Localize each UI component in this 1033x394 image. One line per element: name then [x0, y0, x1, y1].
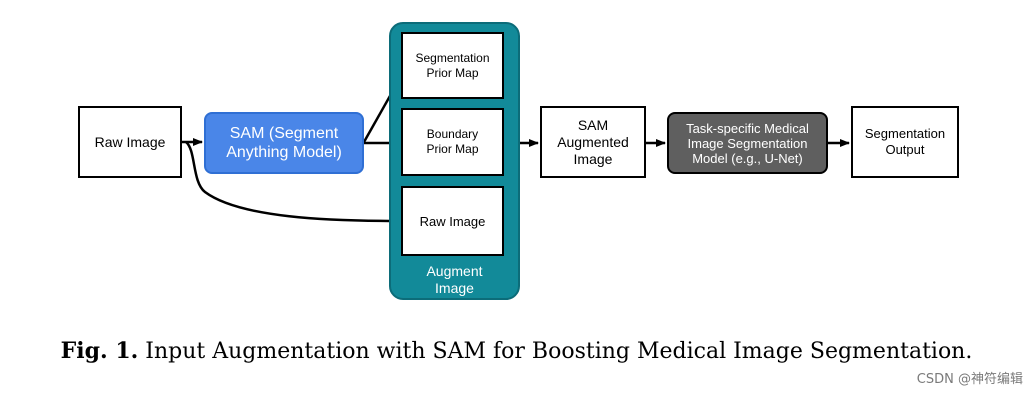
boundary-prior-map-node: Boundary Prior Map	[401, 108, 504, 176]
sam-model-label: SAM (Segment Anything Model)	[226, 125, 342, 161]
sam-augmented-image-label: SAM Augmented Image	[557, 116, 629, 167]
sam-model-node: SAM (Segment Anything Model)	[204, 112, 364, 174]
task-specific-model-node: Task-specific Medical Image Segmentation…	[667, 112, 828, 174]
augment-image-label: Augment Image	[426, 263, 483, 296]
figure-caption: Fig. 1. Input Augmentation with SAM for …	[0, 338, 1033, 364]
raw-image-input-label: Raw Image	[94, 133, 166, 150]
raw-image-augmented-node: Raw Image	[401, 186, 504, 256]
raw-image-augmented-label: Raw Image	[419, 213, 486, 229]
sam-augmented-image-node: SAM Augmented Image	[540, 106, 646, 178]
boundary-prior-map-label: Boundary Prior Map	[426, 127, 479, 156]
task-specific-model-label: Task-specific Medical Image Segmentation…	[686, 120, 809, 166]
watermark: CSDN @神符编辑	[916, 372, 1023, 387]
edge-raw-to-augmented-raw	[185, 141, 400, 225]
segmentation-prior-map-node: Segmentation Prior Map	[401, 32, 504, 99]
segmentation-prior-map-label: Segmentation Prior Map	[415, 50, 490, 80]
segmentation-output-label: Segmentation Output	[864, 126, 946, 157]
caption-label: Fig. 1.	[60, 338, 139, 364]
caption-text: Input Augmentation with SAM for Boosting…	[145, 339, 973, 364]
segmentation-output-node: Segmentation Output	[851, 106, 959, 178]
raw-image-input-node: Raw Image	[78, 106, 182, 178]
